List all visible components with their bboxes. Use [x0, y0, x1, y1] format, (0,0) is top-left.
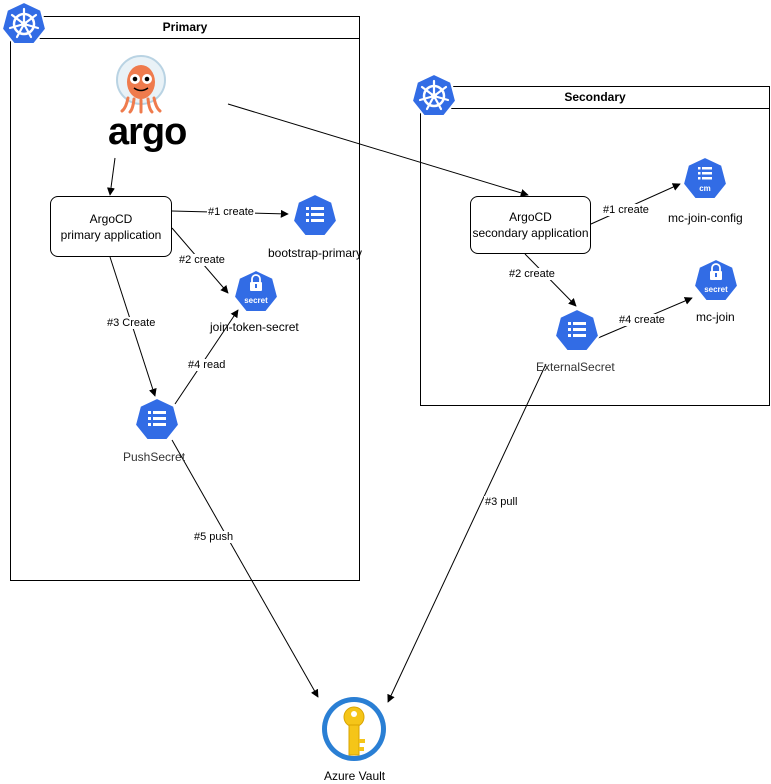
kubernetes-logo-primary-icon — [0, 0, 48, 45]
edge-secondary-to-externalsecret — [524, 253, 577, 307]
externalsecret-resource-icon — [553, 307, 601, 352]
pushsecret-resource-icon — [133, 396, 181, 441]
edge-argo-to-secondary-app — [227, 103, 529, 197]
secondary-app-line1: ArgoCD — [509, 210, 552, 224]
primary-app-line1: ArgoCD — [89, 211, 133, 226]
primary-cluster-title: Primary — [11, 17, 359, 39]
argo-wordmark: argo — [108, 111, 187, 153]
edge-pushsecret-to-join-token — [174, 309, 239, 405]
edge-pushsecret-to-vault — [171, 439, 319, 698]
edge-argo-to-primary-app — [107, 157, 116, 196]
mc-join-config-configmap-icon: cm — [681, 155, 729, 200]
secondary-app-line2: secondary application — [472, 226, 589, 240]
azure-key-vault-icon — [322, 697, 386, 761]
primary-app-line2: primary application — [60, 227, 162, 242]
argocd-secondary-app-node: ArgoCD secondary application — [470, 196, 591, 254]
bootstrap-primary-label: bootstrap-primary — [268, 246, 363, 260]
mc-join-config-label: mc-join-config — [668, 211, 743, 225]
argocd-primary-app-node: ArgoCD primary application — [50, 196, 172, 257]
mc-join-secret-badge: secret — [704, 285, 728, 294]
primary-cluster: Primary — [10, 16, 360, 581]
edge-label-secondary-1-create: #1 create — [602, 204, 650, 216]
secondary-cluster-title: Secondary — [421, 87, 769, 109]
edge-label-primary-5-push: #5 push — [193, 531, 235, 543]
join-token-secret-label: join-token-secret — [210, 320, 299, 334]
argo-mascot-icon — [116, 55, 166, 114]
join-token-secret-badge: secret — [244, 296, 268, 305]
externalsecret-label: ExternalSecret — [536, 360, 615, 374]
edge-label-primary-3-create: #3 Create — [106, 317, 157, 329]
azure-vault-label: Azure Vault — [324, 769, 386, 783]
edge-label-secondary-4-create: #4 create — [618, 314, 666, 326]
edge-label-secondary-2-create: #2 create — [508, 268, 556, 280]
pushsecret-label: PushSecret — [123, 450, 186, 464]
mc-join-config-badge: cm — [699, 184, 711, 193]
bootstrap-primary-resource-icon — [291, 192, 339, 237]
kubernetes-logo-secondary-icon — [410, 72, 458, 117]
edge-label-primary-1-create: #1 create — [207, 206, 255, 218]
mc-join-secret-icon: secret — [692, 257, 740, 302]
edge-label-secondary-3-pull: #3 pull — [484, 496, 519, 508]
join-token-secret-icon: secret — [232, 268, 280, 313]
edge-label-primary-2-create: #2 create — [178, 254, 226, 266]
edge-label-primary-4-read: #4 read — [187, 359, 227, 371]
edge-externalsecret-to-vault — [387, 363, 547, 703]
mc-join-label: mc-join — [696, 310, 735, 324]
